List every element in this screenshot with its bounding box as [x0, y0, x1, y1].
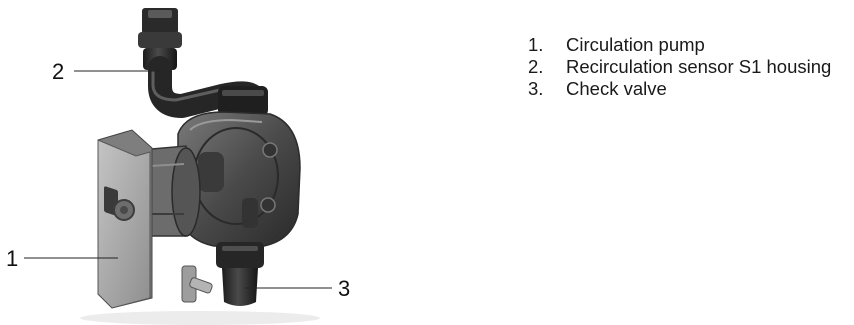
legend-item: 1. Circulation pump — [528, 34, 831, 56]
legend-item-number: 3. — [528, 78, 566, 100]
legend-item-number: 1. — [528, 34, 566, 56]
legend-item: 2. Recirculation sensor S1 housing — [528, 56, 831, 78]
legend-item-label: Circulation pump — [566, 34, 705, 56]
ground-shadow — [80, 311, 320, 325]
check-valve — [216, 242, 264, 306]
legend-item-number: 2. — [528, 56, 566, 78]
legend-item-label: Recirculation sensor S1 housing — [566, 56, 831, 78]
control-plate — [98, 130, 152, 308]
cable-gland — [182, 266, 213, 302]
legend-item: 3. Check valve — [528, 78, 831, 100]
legend-item-label: Check valve — [566, 78, 667, 100]
callout-3: 3 — [338, 278, 350, 300]
legend: 1. Circulation pump 2. Recirculation sen… — [528, 34, 831, 100]
callout-1: 1 — [6, 248, 18, 270]
callout-2: 2 — [52, 61, 64, 83]
